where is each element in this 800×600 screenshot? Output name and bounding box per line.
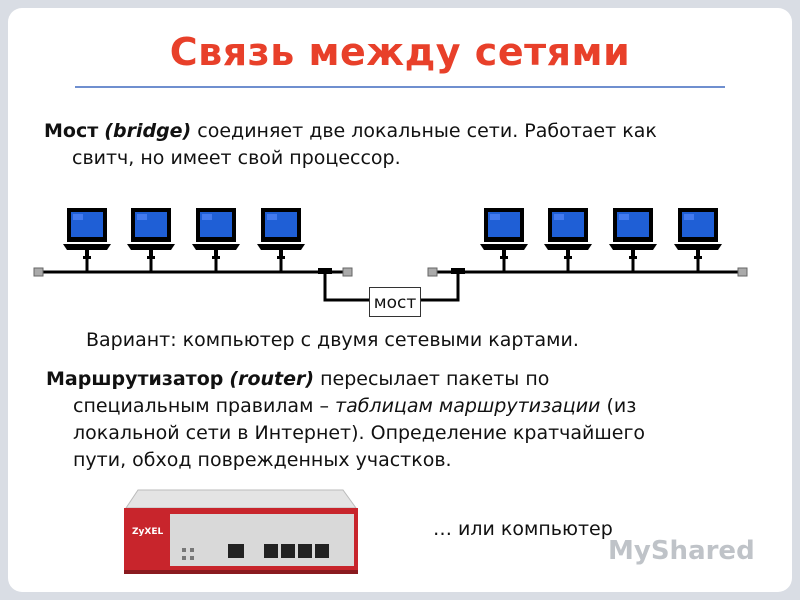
router-term: Маршрутизатор [46, 368, 224, 390]
computer-icon [544, 208, 592, 272]
watermark-prefix: My [608, 536, 651, 566]
computer-icon [127, 208, 175, 272]
bridge-paragraph: Мост (bridge) соединяет две локальные се… [44, 118, 764, 172]
computer-icon [63, 208, 111, 272]
router-line4: пути, обход поврежденных участков. [73, 449, 452, 471]
router-line2a: специальным правилам – [73, 395, 329, 417]
router-line3: локальной сети в Интернет). Определение … [73, 422, 646, 444]
bridge-term-en: (bridge) [104, 120, 192, 142]
bridge-label: мост [369, 287, 421, 317]
computer-icon [480, 208, 528, 272]
computer-icon [609, 208, 657, 272]
router-line1: пересылает пакеты по [320, 368, 550, 390]
bridge-term: Мост [44, 120, 99, 142]
computer-icon [257, 208, 305, 272]
router-device-image: ZyXEL [124, 489, 358, 574]
variant-text: Вариант: компьютер с двумя сетевыми карт… [86, 329, 579, 351]
title-underline [75, 86, 725, 88]
routing-tables-term: таблицам маршрутизации [335, 395, 601, 417]
router-brand-logo: ZyXEL [132, 527, 163, 537]
bridge-line2: свитч, но имеет свой процессор. [72, 147, 401, 169]
myshared-watermark: MyShared [608, 536, 755, 566]
computer-icon [192, 208, 240, 272]
router-term-en: (router) [229, 368, 315, 390]
computer-icon [674, 208, 722, 272]
slide-title: Связь между сетями [169, 30, 631, 74]
router-paragraph: Маршрутизатор (router) пересылает пакеты… [46, 366, 766, 474]
or-computer-text: … или компьютер [433, 518, 613, 540]
watermark-suffix: Shared [650, 536, 755, 566]
bridge-line1: соединяет две локальные сети. Работает к… [197, 120, 657, 142]
router-line2b: (из [606, 395, 637, 417]
